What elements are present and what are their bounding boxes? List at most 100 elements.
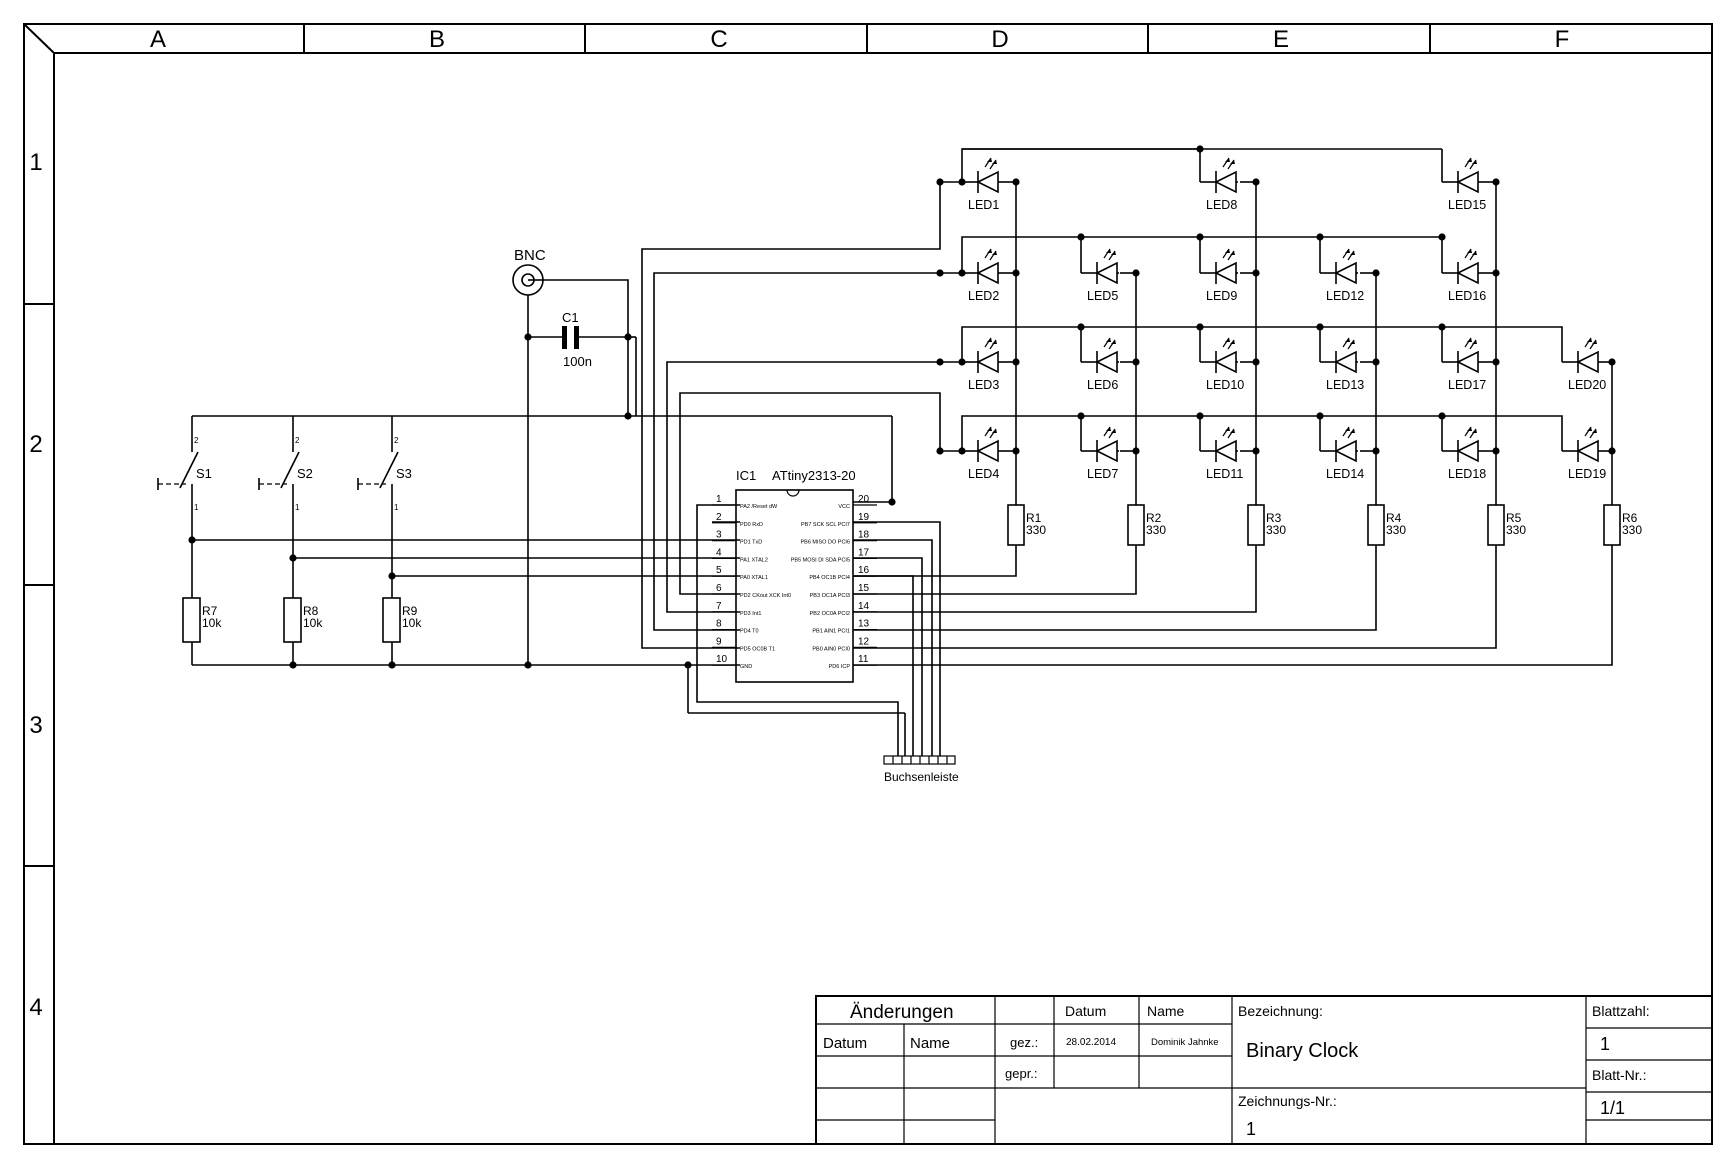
- drawing-no-label: Zeichnungs-Nr.:: [1238, 1093, 1337, 1109]
- led: LED10: [1200, 337, 1244, 392]
- led-label: LED3: [968, 378, 999, 392]
- ic-pin-number: 4: [716, 547, 722, 558]
- led: LED20: [1562, 337, 1606, 392]
- junction-dots: [188, 145, 1616, 669]
- led-label: LED9: [1206, 289, 1237, 303]
- sheet-no-label: Blatt-Nr.:: [1592, 1067, 1646, 1083]
- switch-s1: S1 2 1: [157, 436, 212, 512]
- led-label: LED20: [1568, 378, 1606, 392]
- led-label: LED8: [1206, 198, 1237, 212]
- resistor-ref: R2: [1146, 511, 1162, 525]
- resistor-r8: R8 10k: [283, 597, 323, 643]
- ic-pin-label: PB1 AIN1 PCI1: [812, 629, 850, 635]
- column-label: A: [150, 26, 166, 53]
- led-label: LED18: [1448, 467, 1486, 481]
- resistor-value: 330: [1266, 523, 1286, 537]
- ic-pin-label: PD4 T0: [740, 629, 759, 635]
- resistor-value: 10k: [303, 616, 323, 630]
- resistor-ref: R7: [202, 604, 218, 618]
- drawn-date: 28.02.2014: [1066, 1037, 1116, 1048]
- column-label: D: [991, 26, 1008, 53]
- ic-pin-label: GND: [740, 664, 752, 670]
- column-label: E: [1273, 26, 1289, 53]
- switch-s3: S3 2 1: [357, 436, 412, 512]
- led-label: LED13: [1326, 378, 1364, 392]
- switch-pin: 2: [194, 436, 199, 445]
- column-label: B: [429, 26, 445, 53]
- resistor-value: 10k: [202, 616, 222, 630]
- led: LED14: [1320, 426, 1364, 481]
- led-label: LED15: [1448, 198, 1486, 212]
- led: LED2: [962, 248, 1000, 303]
- changes-title: Änderungen: [850, 1002, 954, 1023]
- ic-pin-label: VCC: [838, 504, 850, 510]
- led: LED19: [1562, 426, 1606, 481]
- switch-pin: 2: [295, 436, 300, 445]
- ic-pin-number: 1: [716, 494, 722, 505]
- led: LED3: [962, 337, 1000, 392]
- ic-pin-label: PB4 OC1B PCI4: [809, 575, 850, 581]
- switch-ref: S1: [196, 466, 212, 481]
- header-label: Buchsenleiste: [884, 770, 959, 784]
- ic-pin-number: 11: [858, 654, 869, 665]
- row-label: 2: [29, 431, 42, 458]
- switch-pin: 1: [194, 503, 199, 512]
- led-label: LED16: [1448, 289, 1486, 303]
- ic-pin-number: 7: [716, 601, 722, 612]
- switch-pin: 2: [394, 436, 399, 445]
- led-label: LED10: [1206, 378, 1244, 392]
- ic-pin-number: 9: [716, 636, 722, 647]
- switch-s2: S2 2 1: [258, 436, 313, 512]
- bnc-connector: BNC: [512, 247, 546, 296]
- row-label: 4: [29, 994, 42, 1021]
- resistor-ref: R6: [1622, 511, 1638, 525]
- capacitor-value: 100n: [563, 354, 592, 369]
- resistor-ref: R1: [1026, 511, 1042, 525]
- changes-name-header: Name: [910, 1035, 950, 1052]
- resistor-ref: R3: [1266, 511, 1282, 525]
- switch-ref: S2: [297, 466, 313, 481]
- ic-pin-label: PD5 OC0B T1: [740, 646, 775, 652]
- led: LED9: [1200, 248, 1238, 303]
- ic-pin-number: 18: [858, 530, 870, 541]
- ic-pin-number: 15: [858, 583, 870, 594]
- sheet-count-label: Blattzahl:: [1592, 1003, 1650, 1019]
- resistor-r9: R9 10k: [382, 597, 422, 643]
- resistor-ref: R5: [1506, 511, 1522, 525]
- ic-pin-label: PB3 OC1A PCI3: [810, 593, 850, 599]
- led: LED17: [1442, 337, 1486, 392]
- drawn-name: Dominik Jahnke: [1151, 1037, 1219, 1048]
- ic-pin-label: PB5 MOSI DI SDA PCI5: [791, 557, 850, 563]
- resistor-value: 330: [1146, 523, 1166, 537]
- name-header: Name: [1147, 1003, 1185, 1019]
- led: LED18: [1442, 426, 1486, 481]
- led: LED6: [1081, 337, 1119, 392]
- column-labels: A B C D E F: [150, 26, 1569, 53]
- led-label: LED5: [1087, 289, 1118, 303]
- ic-pin-number: 19: [858, 512, 870, 523]
- led: LED13: [1320, 337, 1364, 392]
- title-block: Änderungen Datum Name Datum Name gez.: g…: [815, 995, 1713, 1145]
- ic-pin-number: 12: [858, 636, 870, 647]
- ic-pin-label: PD3 Int1: [740, 611, 761, 617]
- ic-pin-number: 5: [716, 565, 722, 576]
- ic-part: ATtiny2313-20: [772, 468, 856, 483]
- led-label: LED17: [1448, 378, 1486, 392]
- resistor-ref: R9: [402, 604, 418, 618]
- led: LED16: [1442, 248, 1486, 303]
- sheet-count-value: 1: [1600, 1034, 1610, 1054]
- led-label: LED6: [1087, 378, 1118, 392]
- ic-pin-label: PD2 CKout XCK Int0: [740, 593, 791, 599]
- sheet-no-value: 1/1: [1600, 1098, 1625, 1118]
- ic-pin-label: PB2 OC0A PCI2: [810, 611, 850, 617]
- designation-label: Bezeichnung:: [1238, 1003, 1323, 1019]
- switch-ref: S3: [396, 466, 412, 481]
- ic-pin-number: 20: [858, 494, 870, 505]
- ic-pin-label: PA1 XTAL2: [740, 557, 768, 563]
- ic-pin-label: PD6 ICP: [829, 664, 851, 670]
- led-label: LED19: [1568, 467, 1606, 481]
- designation-value: Binary Clock: [1246, 1040, 1359, 1062]
